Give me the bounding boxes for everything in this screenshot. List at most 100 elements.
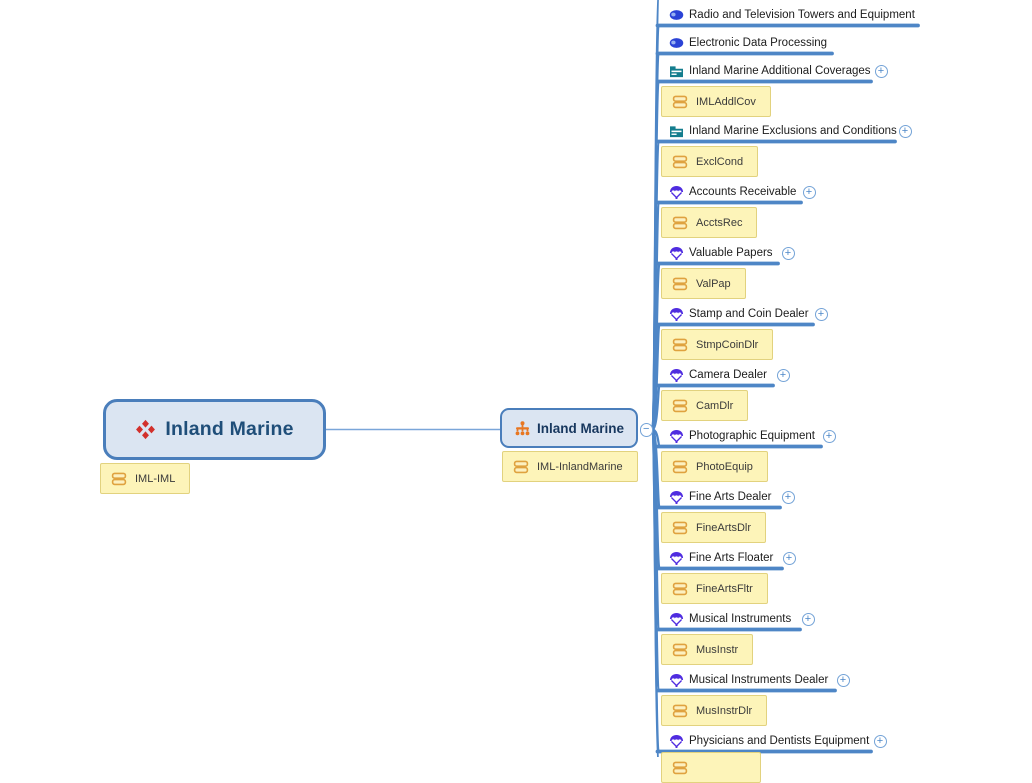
branch-topic-physicians-and-dentists-equipment[interactable]: Physicians and Dentists Equipment — [669, 732, 869, 751]
stacked-rows-icon — [672, 521, 688, 535]
branch-topic-label: Physicians and Dentists Equipment — [689, 735, 870, 747]
parachute-icon — [669, 429, 684, 444]
parachute-icon — [669, 673, 684, 688]
branch-label-text: MusInstr — [696, 643, 739, 656]
subtopic[interactable]: Inland Marine — [500, 408, 638, 448]
expand-toggle-button[interactable]: + — [898, 124, 912, 138]
branch-topic-label: Photographic Equipment — [689, 430, 815, 442]
root-topic[interactable]: Inland Marine — [103, 399, 326, 460]
root-label-text: IML-IML — [135, 472, 176, 485]
expand-toggle-button[interactable]: + — [874, 64, 888, 78]
branch-topic-label: Inland Marine Additional Coverages — [689, 65, 871, 77]
branch-label-musinstrdlr[interactable]: MusInstrDlr — [661, 695, 768, 726]
branch-label-text: PhotoEquip — [696, 460, 753, 473]
branch-label-text: StmpCoinDlr — [696, 338, 759, 351]
connector-canvas — [326, 0, 920, 757]
branch-label-valpap[interactable]: ValPap — [661, 268, 746, 299]
expand-toggle-button[interactable]: + — [814, 307, 828, 321]
branch-topic-musical-instruments-dealer[interactable]: Musical Instruments Dealer — [669, 671, 828, 690]
branch-topic-photographic-equipment[interactable]: Photographic Equipment — [669, 427, 815, 446]
org-chart-icon — [514, 420, 531, 436]
stacked-rows-icon — [111, 472, 127, 486]
parachute-icon — [669, 612, 684, 627]
branch-label-stmpcoindlr[interactable]: StmpCoinDlr — [661, 329, 774, 360]
expand-toggle-button[interactable]: + — [836, 673, 850, 687]
subtopic-title: Inland Marine — [536, 420, 624, 436]
branch-label-imladdlcov[interactable]: IMLAddlCov — [661, 86, 771, 117]
stacked-rows-icon — [672, 338, 688, 352]
branch-topic-musical-instruments[interactable]: Musical Instruments — [669, 610, 791, 629]
stacked-rows-icon — [672, 277, 688, 291]
subtopic-label-text: IML-InlandMarine — [537, 460, 623, 473]
branch-topic-camera-dealer[interactable]: Camera Dealer — [669, 366, 767, 385]
branch-topic-label: Musical Instruments Dealer — [689, 674, 829, 686]
branch-topic-radio-and-television-towers-and-equipment[interactable]: Radio and Television Towers and Equipmen… — [669, 6, 915, 25]
branch-label-text: CamDlr — [696, 399, 734, 412]
toggle-icon — [669, 37, 684, 49]
folder-icon — [669, 125, 684, 138]
branch-label-camdlr[interactable]: CamDlr — [661, 390, 749, 421]
collapse-toggle-button[interactable]: − — [639, 423, 653, 437]
parachute-icon — [669, 490, 684, 505]
folder-icon — [669, 65, 684, 78]
branch-topic-inland-marine-exclusions-and-conditions[interactable]: Inland Marine Exclusions and Conditions — [669, 122, 897, 141]
branch-topic-fine-arts-dealer[interactable]: Fine Arts Dealer — [669, 488, 771, 507]
expand-toggle-button[interactable]: + — [781, 490, 795, 504]
parachute-icon — [669, 734, 684, 749]
parachute-icon — [669, 185, 684, 200]
stacked-rows-icon — [672, 643, 688, 657]
branch-topic-label: Accounts Receivable — [689, 186, 797, 198]
branch-topic-fine-arts-floater[interactable]: Fine Arts Floater — [669, 549, 773, 568]
branch-label-text: AcctsRec — [696, 216, 743, 229]
branch-label-text: IMLAddlCov — [696, 95, 756, 108]
stacked-rows-icon — [513, 460, 529, 474]
branch-topic-label: Stamp and Coin Dealer — [689, 308, 809, 320]
branch-topic-label: Inland Marine Exclusions and Conditions — [689, 125, 897, 137]
expand-toggle-button[interactable]: + — [822, 429, 836, 443]
red-diamonds-icon — [135, 419, 156, 440]
parachute-icon — [669, 551, 684, 566]
parachute-icon — [669, 246, 684, 261]
branch-topic-label: Radio and Television Towers and Equipmen… — [689, 9, 915, 21]
branch-topic-label: Fine Arts Dealer — [689, 491, 772, 503]
stacked-rows-icon — [672, 95, 688, 109]
expand-toggle-button[interactable]: + — [801, 612, 815, 626]
branch-label-photoequip[interactable]: PhotoEquip — [661, 451, 768, 482]
expand-toggle-button[interactable]: + — [873, 734, 887, 748]
branch-label-text: FineArtsDlr — [696, 521, 752, 534]
stacked-rows-icon — [672, 399, 688, 413]
stacked-rows-icon — [672, 582, 688, 596]
expand-toggle-button[interactable]: + — [802, 185, 816, 199]
branch-topic-label: Fine Arts Floater — [689, 552, 774, 564]
branch-topic-electronic-data-processing[interactable]: Electronic Data Processing — [669, 34, 827, 53]
branch-topic-label: Musical Instruments — [689, 613, 792, 625]
subtopic-label[interactable]: IML-InlandMarine — [502, 451, 638, 482]
branch-label-text: ValPap — [696, 277, 731, 290]
branch-label-acctsrec[interactable]: AcctsRec — [661, 207, 758, 238]
branch-label-fineartsfltr[interactable]: FineArtsFltr — [661, 573, 768, 604]
expand-toggle-button[interactable]: + — [781, 246, 795, 260]
branch-topic-accounts-receivable[interactable]: Accounts Receivable — [669, 183, 796, 202]
toggle-icon — [669, 9, 684, 21]
branch-topic-label: Valuable Papers — [689, 247, 773, 259]
branch-label-musinstr[interactable]: MusInstr — [661, 634, 754, 665]
branch-topic-valuable-papers[interactable]: Valuable Papers — [669, 244, 773, 263]
stacked-rows-icon — [672, 155, 688, 169]
branch-label-exclcond[interactable]: ExclCond — [661, 146, 759, 177]
stacked-rows-icon — [672, 704, 688, 718]
root-label[interactable]: IML-IML — [100, 463, 191, 494]
branch-label-text: ExclCond — [696, 155, 744, 168]
branch-label-text: MusInstrDlr — [696, 704, 753, 717]
stacked-rows-icon — [672, 761, 688, 775]
branch-topic-inland-marine-additional-coverages[interactable]: Inland Marine Additional Coverages — [669, 62, 871, 81]
branch-label-fineartsdlr[interactable]: FineArtsDlr — [661, 512, 767, 543]
branch-topic-label: Electronic Data Processing — [689, 37, 828, 49]
branch-label-text: FineArtsFltr — [696, 582, 753, 595]
parachute-icon — [669, 368, 684, 383]
parachute-icon — [669, 307, 684, 322]
expand-toggle-button[interactable]: + — [782, 551, 796, 565]
expand-toggle-button[interactable]: + — [776, 368, 790, 382]
branch-topic-stamp-and-coin-dealer[interactable]: Stamp and Coin Dealer — [669, 305, 809, 324]
branch-topic-label: Camera Dealer — [689, 369, 767, 381]
stacked-rows-icon — [672, 460, 688, 474]
